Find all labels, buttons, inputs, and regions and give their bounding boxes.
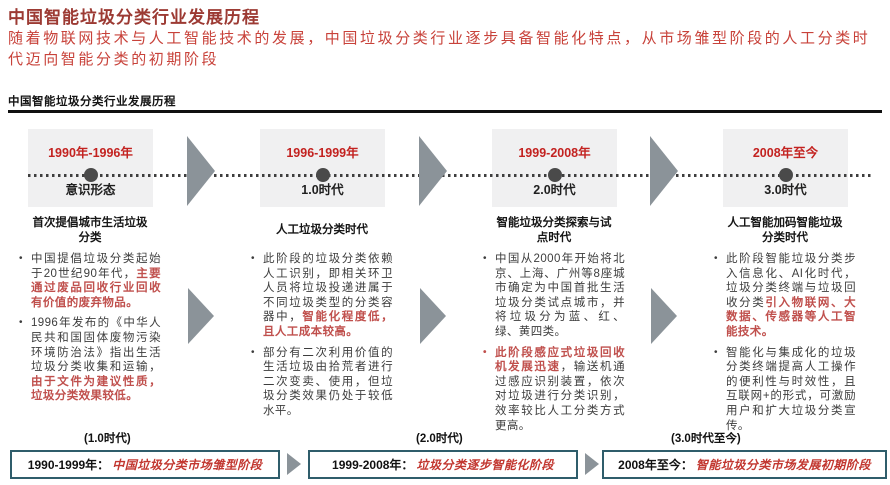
stage-era-label: 3.0时代	[764, 183, 807, 197]
arrow-right-icon	[585, 453, 599, 475]
phase-period: 2008年至今：	[618, 458, 693, 472]
bullet-text: 此阶段的垃圾分类依赖人工识别，即相关环卫人员将垃圾投递进属于不同垃圾类型的分类容…	[263, 253, 393, 338]
bullet-text: 此阶段智能垃圾分类步入信息化、AI化时代，垃圾分类终端与垃圾回收分类引入物联网、…	[726, 253, 856, 338]
stage-description-column-1: 首次提倡城市生活垃圾分类 • 中国提倡垃圾分类起始于20世纪90年代，主要通过废品…	[19, 214, 161, 410]
bullet-marker: •	[19, 317, 23, 329]
arrow-right-icon	[187, 136, 215, 206]
stage-era-label: 2.0时代	[533, 183, 576, 197]
bullet-text: 中国提倡垃圾分类起始于20世纪90年代，主要通过废品回收行业回收有价值的废弃物品…	[31, 253, 161, 309]
stage-description-column-3: 智能垃圾分类探索与试点时代 • 中国从2000年开始将北京、上海、广州等8座城市确…	[483, 214, 625, 439]
bullet-marker: •	[19, 253, 23, 264]
stage-period: 1999-2008年	[518, 146, 591, 160]
bullet-text: 中国从2000年开始将北京、上海、广州等8座城市确定为中国首批生活垃圾分类试点城…	[495, 253, 625, 338]
bullet-text: 智能化与集成化的垃圾分类终端提高人工操作的便利性与时效性，且互联网+的形式，可激…	[726, 346, 856, 432]
bullet-item: • 智能化与集成化的垃圾分类终端提高人工操作的便利性与时效性，且互联网+的形式，可…	[714, 346, 856, 434]
timeline-stage-box-3: 1999-2008年 2.0时代	[492, 129, 617, 207]
arrow-right-icon	[420, 288, 446, 344]
stage-bullet-list: • 中国从2000年开始将北京、上海、广州等8座城市确定为中国首批生活垃圾分类试点…	[483, 252, 625, 433]
stage-heading: 首次提倡城市生活垃圾分类	[32, 216, 148, 244]
bullet-text: 部分有二次利用价值的生活垃圾由拾荒者进行二次变卖、使用，但垃圾分类效果仍处于较低…	[263, 346, 393, 417]
stage-heading: 人工垃圾分类时代	[276, 224, 368, 236]
stage-heading: 人工智能加码智能垃圾分类时代	[727, 216, 843, 244]
timeline-node-dot	[316, 168, 330, 182]
bullet-marker: •	[251, 346, 255, 358]
phase-summary-box-3: 2008年至今： 智能垃圾分类市场发展初期阶段	[602, 450, 887, 479]
bullet-marker: •	[251, 253, 255, 264]
stage-era-label: 1.0时代	[301, 183, 344, 197]
phase-summary-box-2: 1999-2008年： 垃圾分类逐步智能化阶段	[308, 450, 578, 479]
phase-summary-box-1: 1990-1999年： 中国垃圾分类市场雏型阶段	[10, 450, 280, 479]
figure-title: 中国智能垃圾分类行业发展历程	[8, 96, 176, 108]
bullet-item: • 此阶段智能垃圾分类步入信息化、AI化时代，垃圾分类终端与垃圾回收分类引入物联网…	[714, 252, 856, 340]
bullet-item: • 部分有二次利用价值的生活垃圾由拾荒者进行二次变卖、使用，但垃圾分类效果仍处于较…	[251, 346, 393, 419]
stage-era-label: 意识形态	[65, 183, 116, 197]
stage-period: 1996-1999年	[286, 146, 359, 160]
stage-period: 2008年至今	[752, 146, 819, 160]
phase-period: 1999-2008年：	[332, 458, 414, 472]
page-title: 中国智能垃圾分类行业发展历程	[8, 8, 260, 27]
era-caption-1: (1.0时代)	[84, 433, 131, 445]
timeline-node-dot	[548, 168, 562, 182]
arrow-right-icon	[419, 136, 447, 206]
phase-period: 1990-1999年：	[27, 458, 110, 472]
bullet-marker: •	[483, 346, 487, 358]
bullet-item: • 此阶段感应式垃圾回收机发展迅速，输送机通过感应识别装置，依次对垃圾进行分类识别…	[483, 346, 625, 434]
bullet-item: • 1996年发布的《中华人民共和国固体废物污染环境防治法》指出生活垃圾分类收集和…	[19, 316, 161, 404]
bullet-item: • 中国从2000年开始将北京、上海、广州等8座城市确定为中国首批生活垃圾分类试点…	[483, 252, 625, 340]
bullet-item: • 此阶段的垃圾分类依赖人工识别，即相关环卫人员将垃圾投递进属于不同垃圾类型的分类…	[251, 252, 393, 340]
arrow-right-icon	[651, 288, 677, 344]
page-subtitle: 随着物联网技术与人工智能技术的发展，中国垃圾分类行业逐步具备智能化特点，从市场雏…	[8, 30, 871, 68]
stage-description-column-4: 人工智能加码智能垃圾分类时代 • 此阶段智能垃圾分类步入信息化、AI化时代，垃圾分…	[714, 214, 856, 439]
timeline-stage-box-1: 1990年-1996年 意识形态	[28, 129, 153, 207]
divider-rule	[8, 110, 882, 113]
stage-bullet-list: • 此阶段智能垃圾分类步入信息化、AI化时代，垃圾分类终端与垃圾回收分类引入物联网…	[714, 252, 856, 433]
bullet-marker: •	[714, 253, 718, 264]
bullet-item: • 中国提倡垃圾分类起始于20世纪90年代，主要通过废品回收行业回收有价值的废弃物…	[19, 252, 161, 310]
bullet-marker: •	[714, 346, 718, 358]
arrow-right-icon	[188, 288, 214, 344]
phase-label: 中国垃圾分类市场雏型阶段	[112, 458, 263, 472]
bullet-text: 此阶段感应式垃圾回收机发展迅速，输送机通过感应识别装置，依次对垃圾进行分类识别，…	[495, 346, 626, 432]
stage-bullet-list: • 此阶段的垃圾分类依赖人工识别，即相关环卫人员将垃圾投递进属于不同垃圾类型的分类…	[251, 252, 393, 419]
timeline-dotted-axis	[28, 174, 874, 177]
stage-period: 1990年-1996年	[48, 146, 133, 160]
bullet-text: 1996年发布的《中华人民共和国固体废物污染环境防治法》指出生活垃圾分类收集和运…	[31, 317, 161, 403]
stage-description-column-2: 人工垃圾分类时代 • 此阶段的垃圾分类依赖人工识别，即相关环卫人员将垃圾投递进属于…	[251, 214, 393, 425]
era-caption-2: (2.0时代)	[416, 433, 463, 445]
phase-label: 垃圾分类逐步智能化阶段	[416, 458, 554, 472]
bullet-marker: •	[483, 253, 487, 264]
timeline-node-dot	[84, 168, 98, 182]
arrow-right-icon	[287, 453, 301, 475]
arrow-right-icon	[650, 136, 678, 206]
phase-label: 智能垃圾分类市场发展初期阶段	[695, 458, 871, 472]
timeline-node-dot	[779, 168, 793, 182]
stage-heading: 智能垃圾分类探索与试点时代	[496, 216, 612, 244]
stage-bullet-list: • 中国提倡垃圾分类起始于20世纪90年代，主要通过废品回收行业回收有价值的废弃物…	[19, 252, 161, 404]
era-caption-3: (3.0时代至今)	[671, 433, 741, 445]
